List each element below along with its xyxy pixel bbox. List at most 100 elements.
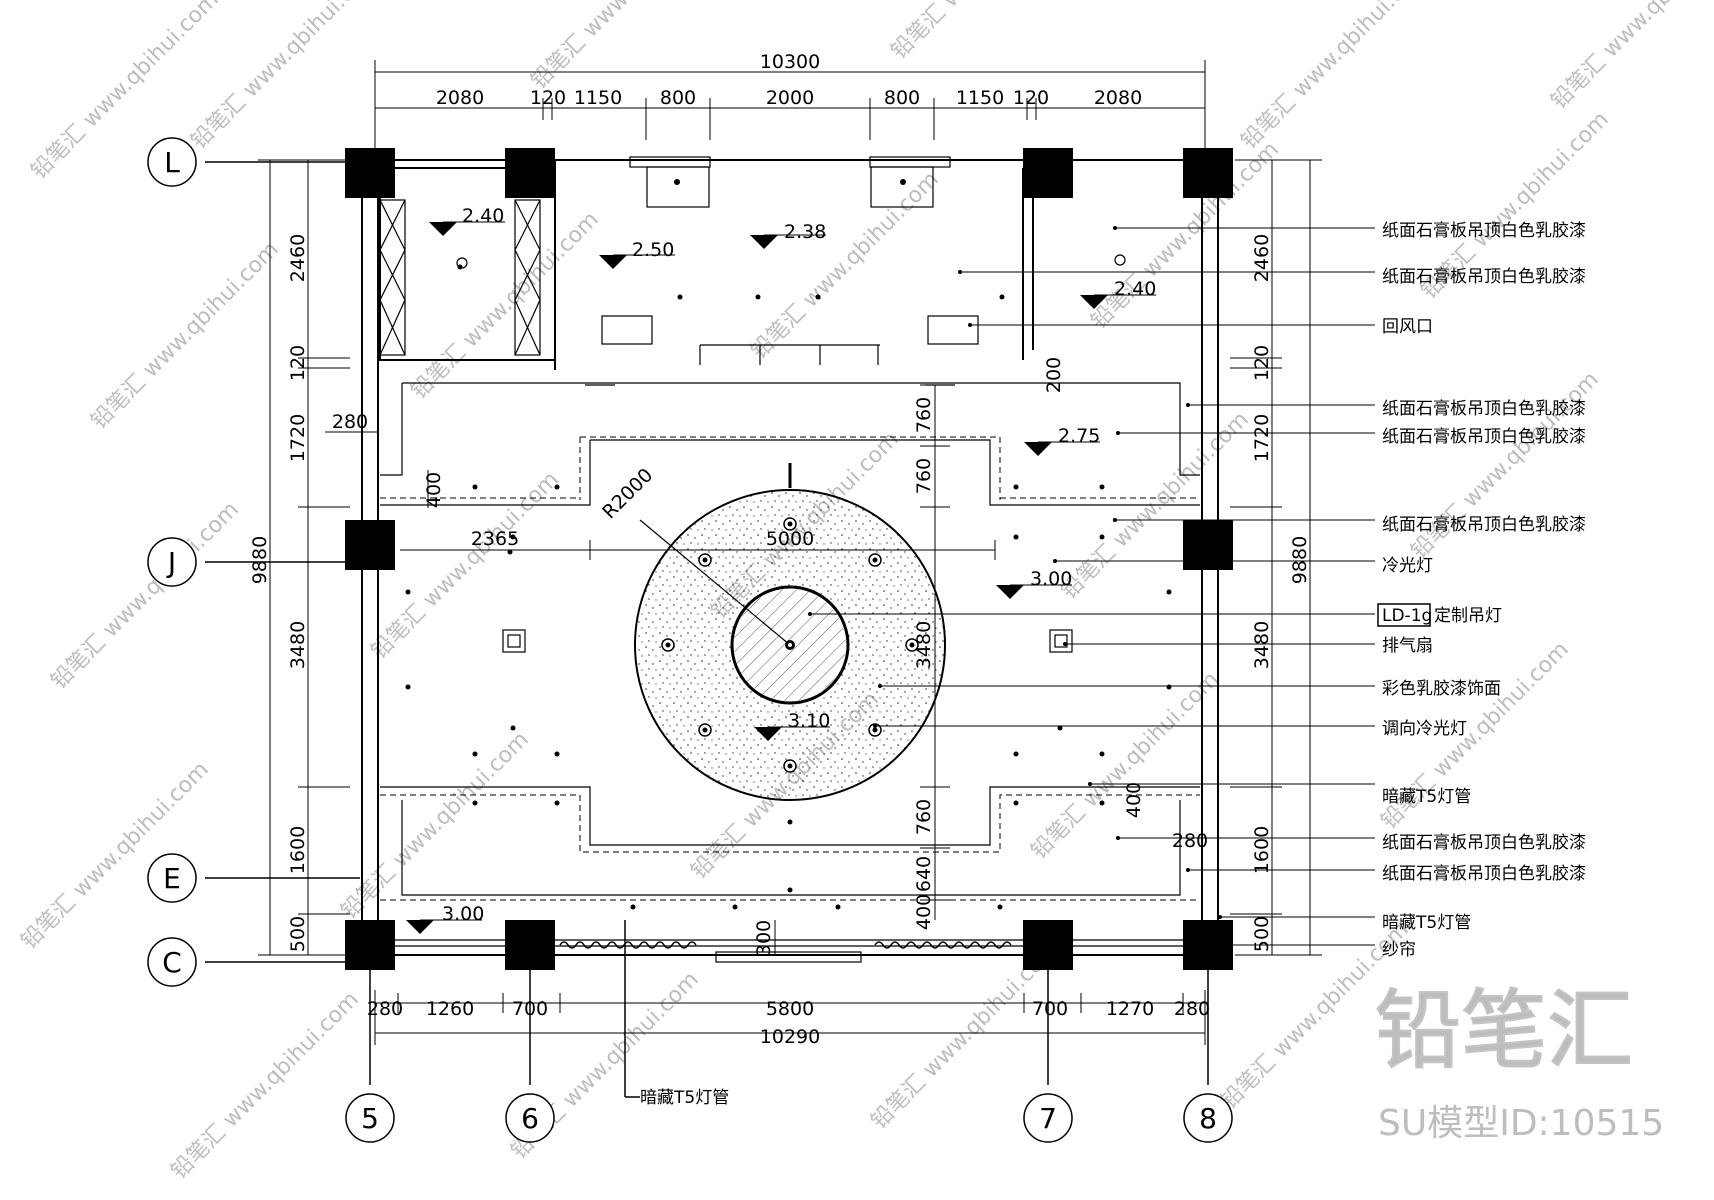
adjustable-light-core xyxy=(872,557,878,563)
axis-bubble-8: 8 xyxy=(1199,1102,1217,1135)
watermark-url: 铅笔汇 www.qbihui.com xyxy=(747,167,944,364)
dim-left-3: 1720 xyxy=(287,414,309,462)
annotation-gypsum-ceiling: 纸面石膏板吊顶白色乳胶漆 xyxy=(1382,398,1586,419)
annotation-colored-latex-finish: 彩色乳胶漆饰面 xyxy=(1382,679,1501,699)
downlight-icon xyxy=(815,294,821,300)
axis-bubble-6: 6 xyxy=(521,1102,539,1135)
downlight-icon xyxy=(472,800,478,806)
downlight-icon xyxy=(510,534,516,540)
dim-top-3: 1150 xyxy=(574,87,622,109)
dim-right-5: 1600 xyxy=(1251,826,1273,874)
watermark-url: 铅笔汇 www.qbihui.com xyxy=(187,0,384,154)
axis-bubble-5: 5 xyxy=(361,1102,379,1135)
leader-dot xyxy=(1186,403,1190,407)
dim-left-6: 500 xyxy=(287,916,309,952)
fixture-tag-box xyxy=(1377,603,1431,627)
dim-top-2: 120 xyxy=(530,87,566,109)
annotation-gypsum-ceiling: 纸面石膏板吊顶白色乳胶漆 xyxy=(1382,220,1586,241)
dim-inner-280-left: 280 xyxy=(332,411,368,433)
downlight-icon xyxy=(554,800,560,806)
axis-bubble-C: C xyxy=(162,946,182,979)
level-label: 2.40 xyxy=(462,205,504,227)
annotation-adjustable-cold-light: 调向冷光灯 xyxy=(1382,719,1467,739)
downlight-icon xyxy=(630,904,636,910)
annotation-leaders xyxy=(808,226,1375,947)
dim-right-2: 120 xyxy=(1251,345,1273,381)
annotation-hidden-t5-tube: 暗藏T5灯管 xyxy=(1382,913,1471,933)
downlight-icon xyxy=(997,904,1003,910)
ceiling-lights xyxy=(405,179,1172,910)
dim-inner-300: 300 xyxy=(753,920,775,956)
dim-inner-760-b: 760 xyxy=(913,458,935,494)
note-hidden-t5-tube-bottom: 暗藏T5灯管 xyxy=(640,1088,729,1108)
ceiling-level-markers xyxy=(406,221,1156,934)
dim-inner-2365: 2365 xyxy=(471,528,519,550)
annotation-gypsum-ceiling: 纸面石膏板吊顶白色乳胶漆 xyxy=(1382,266,1586,287)
downlight-icon xyxy=(999,294,1005,300)
dim-bot-5: 700 xyxy=(1032,998,1068,1020)
level-label: 3.10 xyxy=(788,710,830,732)
downlight-icon xyxy=(1166,589,1172,595)
dim-inner-400-bot: 400 xyxy=(913,894,935,930)
level-triangle-icon xyxy=(1024,442,1052,456)
downlight-icon xyxy=(405,684,411,690)
dim-right-total: 9880 xyxy=(1289,536,1311,584)
dim-bot-total: 10290 xyxy=(760,1026,820,1048)
leader-dot xyxy=(1186,868,1190,872)
downlight-icon xyxy=(1166,684,1172,690)
dim-inner-640: 640 xyxy=(913,856,935,892)
axis-bubble-J: J xyxy=(166,546,176,579)
adjustable-light-core xyxy=(909,642,915,648)
downlight-icon xyxy=(677,294,683,300)
adjustable-light-core xyxy=(702,557,708,563)
dim-top-6: 800 xyxy=(884,87,920,109)
watermark-url: 铅笔汇 www.qbihui.com xyxy=(527,0,724,94)
dim-right-4: 3480 xyxy=(1251,621,1273,669)
downlight-icon xyxy=(554,751,560,757)
dim-bot-4: 5800 xyxy=(766,998,814,1020)
ceiling-fixture-icon xyxy=(1114,254,1126,266)
dim-top-8: 120 xyxy=(1013,87,1049,109)
ceiling-fixture-icon xyxy=(456,257,468,269)
annotation-exhaust-fan: 排气扇 xyxy=(1382,636,1433,656)
adjustable-light-core xyxy=(872,727,878,733)
adjustable-light-core xyxy=(787,763,793,769)
level-label: 2.38 xyxy=(784,221,826,243)
level-triangle-icon xyxy=(599,255,627,269)
dim-right-1: 2460 xyxy=(1251,234,1273,282)
downlight-icon xyxy=(900,179,906,185)
leader-dot xyxy=(1113,518,1117,522)
axis-bubble-7: 7 xyxy=(1039,1102,1057,1135)
annotation-custom-chandelier: 定制吊灯 xyxy=(1434,606,1502,626)
watermark-url: 铅笔汇 www.qbihui.com xyxy=(167,987,364,1184)
downlight-icon xyxy=(732,904,738,910)
downlight-icon xyxy=(835,904,841,910)
dim-left-2: 120 xyxy=(287,345,309,381)
downlight-icon xyxy=(405,589,411,595)
dim-top-1: 2080 xyxy=(436,87,484,109)
structural-columns xyxy=(345,148,1233,970)
adjustable-light-core xyxy=(787,521,793,527)
downlight-icon xyxy=(787,819,793,825)
watermark-url: 铅笔汇 www.qbihui.com xyxy=(887,0,1084,64)
dim-left-4: 3480 xyxy=(287,621,309,669)
axis-bubble-L: L xyxy=(164,146,180,179)
level-triangle-icon xyxy=(1080,295,1108,309)
dim-bot-1: 280 xyxy=(367,998,403,1020)
axis-bubble-E: E xyxy=(163,862,181,895)
downlight-icon xyxy=(507,549,513,555)
dim-right-6: 500 xyxy=(1251,916,1273,952)
annotation-curtain: 纱帘 xyxy=(1382,940,1416,960)
leader-dot xyxy=(1116,836,1120,840)
dim-inner-radius: R2000 xyxy=(598,464,657,523)
dim-inner-200: 200 xyxy=(1043,357,1065,393)
level-label: 3.00 xyxy=(442,903,484,925)
annotation-return-air-vent: 回风口 xyxy=(1382,317,1433,337)
leader-dot xyxy=(808,612,812,616)
downlight-icon xyxy=(472,484,478,490)
watermark-url: 铅笔汇 www.qbihui.com xyxy=(17,757,214,954)
downlight-icon xyxy=(1057,725,1063,731)
dim-left-1: 2460 xyxy=(287,234,309,282)
level-label: 2.40 xyxy=(1114,278,1156,300)
